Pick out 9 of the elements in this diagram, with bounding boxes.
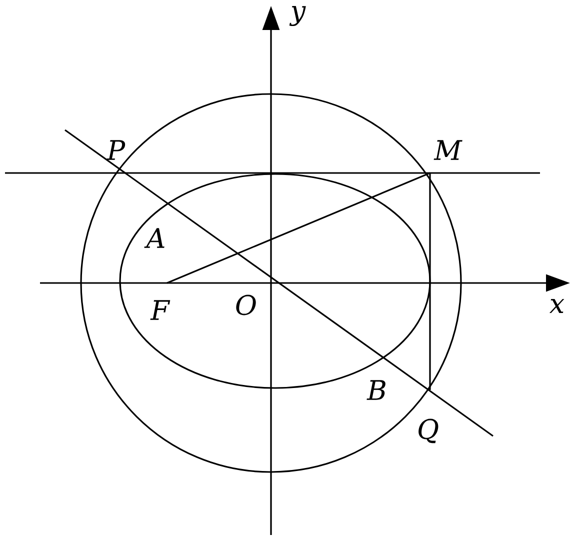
point-label: O xyxy=(236,294,256,316)
point-label: M xyxy=(434,140,462,160)
axis-label: y xyxy=(289,6,306,26)
axis-label: x xyxy=(549,298,564,313)
point-label: F xyxy=(150,300,170,320)
point-label: B xyxy=(366,380,386,400)
point-label: P xyxy=(106,140,126,160)
point-label: Q xyxy=(418,418,438,444)
point-label: A xyxy=(144,228,164,248)
